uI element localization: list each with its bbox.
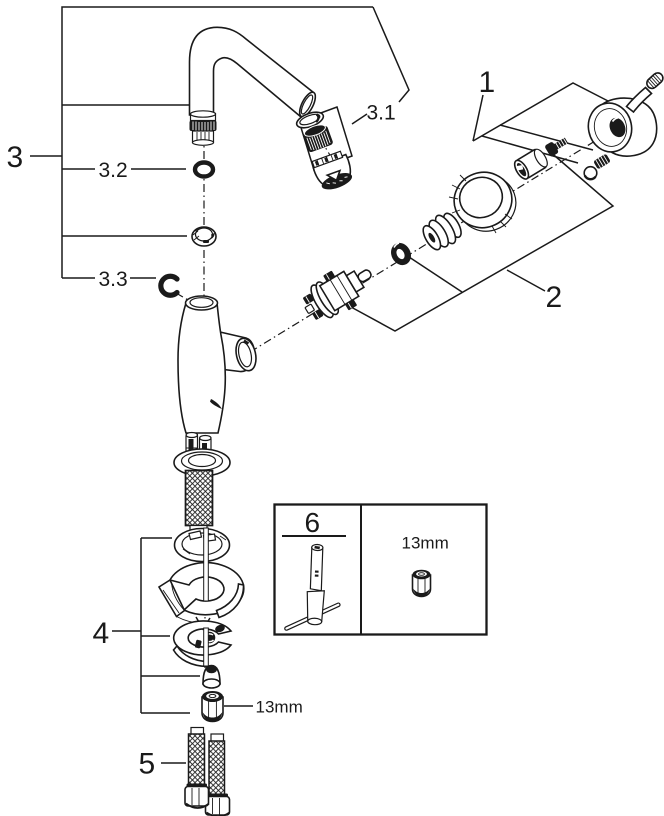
faucet-body-group <box>177 295 257 434</box>
handle-group-1 <box>587 72 664 157</box>
callout-3-bracket <box>30 6 410 279</box>
body-shadow-mark <box>210 399 222 409</box>
cartridge-axis-line <box>249 137 601 353</box>
callout-1-lines <box>472 82 611 164</box>
clamp-plate <box>172 620 233 668</box>
port-notch <box>243 339 250 345</box>
aerator-mousseur <box>303 124 333 152</box>
callout-2-lines <box>350 149 615 332</box>
mounting-ring <box>173 527 231 563</box>
leader-seal-ring <box>405 254 463 293</box>
dome-cap <box>422 212 462 251</box>
handle-hub-face-ring <box>593 108 628 147</box>
label-3-1-dash <box>351 113 368 125</box>
leader-handle-parts-b <box>481 135 579 164</box>
base-washer-bore <box>187 453 217 468</box>
base-group <box>173 431 231 532</box>
aerator-group <box>295 111 353 190</box>
tool-hex-nut <box>411 569 432 598</box>
spout-collar-rim <box>189 110 217 118</box>
handle-hub-socket <box>609 117 626 138</box>
spout-thread-rim <box>191 139 215 146</box>
label-4: 4 <box>93 617 110 650</box>
port-bore <box>237 341 253 368</box>
bracket-1-edge <box>472 82 611 142</box>
tool-size-label: 13mm <box>402 534 449 553</box>
hose-group-5 <box>161 726 231 816</box>
label-6: 6 <box>305 507 321 538</box>
label-3: 3 <box>7 141 24 174</box>
bracket-3-diagonal <box>372 6 410 103</box>
labels: 1 2 3 3.1 3.2 3.3 4 5 6 13mm 13mm <box>7 66 563 781</box>
label-1-leader <box>472 94 484 142</box>
braided-sleeve <box>184 469 214 527</box>
mounting-group-4 <box>112 527 253 723</box>
label-5: 5 <box>139 748 156 781</box>
handle-screw <box>545 137 569 157</box>
hex-nut <box>201 691 224 723</box>
label-3-1: 3.1 <box>367 102 396 125</box>
callout-3-1-box <box>298 106 368 171</box>
spout-thread-lines <box>196 132 210 143</box>
socket-tool <box>284 543 341 631</box>
spout-outlet-bore <box>300 94 314 115</box>
cartridge-group-2 <box>303 137 610 320</box>
spout-knurl-band <box>189 120 217 131</box>
horseshoe-escutcheon <box>157 561 245 631</box>
callout-4-bracket <box>112 537 200 714</box>
knurled-plug <box>594 154 610 169</box>
label-2: 2 <box>546 281 563 314</box>
bracket-3-1-outline <box>298 106 353 171</box>
retaining-ring <box>448 171 517 234</box>
bracket-3-outline <box>61 6 373 278</box>
socket-highlight <box>611 116 619 123</box>
body-shell <box>177 302 227 434</box>
aerator-seal-washer <box>295 111 325 129</box>
adapter-sleeve <box>513 148 548 180</box>
body-top-bore <box>189 297 214 308</box>
cone-nut <box>202 664 221 689</box>
threaded-stud-upper <box>203 527 209 602</box>
bracket-2-edge <box>350 149 615 332</box>
spout-knurl-lines <box>192 121 215 131</box>
label-3-2: 3.2 <box>99 159 128 182</box>
label-1: 1 <box>479 66 496 99</box>
detent-ball <box>583 165 598 181</box>
threaded-stud-lower <box>203 627 209 667</box>
cartridge <box>303 269 372 320</box>
aerator-housing <box>311 150 353 190</box>
label-3-3: 3.3 <box>99 268 128 291</box>
o-ring-3-2 <box>192 160 216 179</box>
leader-handle-parts-a <box>499 124 594 151</box>
label-2-leader <box>506 269 546 292</box>
spout-tube <box>188 26 315 119</box>
seal-ring <box>391 242 411 266</box>
bearing-ring <box>191 226 217 247</box>
snap-ring-3-3 <box>158 273 180 298</box>
tool-box-6 <box>273 503 488 636</box>
nut-size-label: 13mm <box>256 698 303 717</box>
supply-hose-left <box>184 726 210 809</box>
lever-knurl-tip <box>646 72 664 90</box>
handle-lever <box>625 86 653 114</box>
